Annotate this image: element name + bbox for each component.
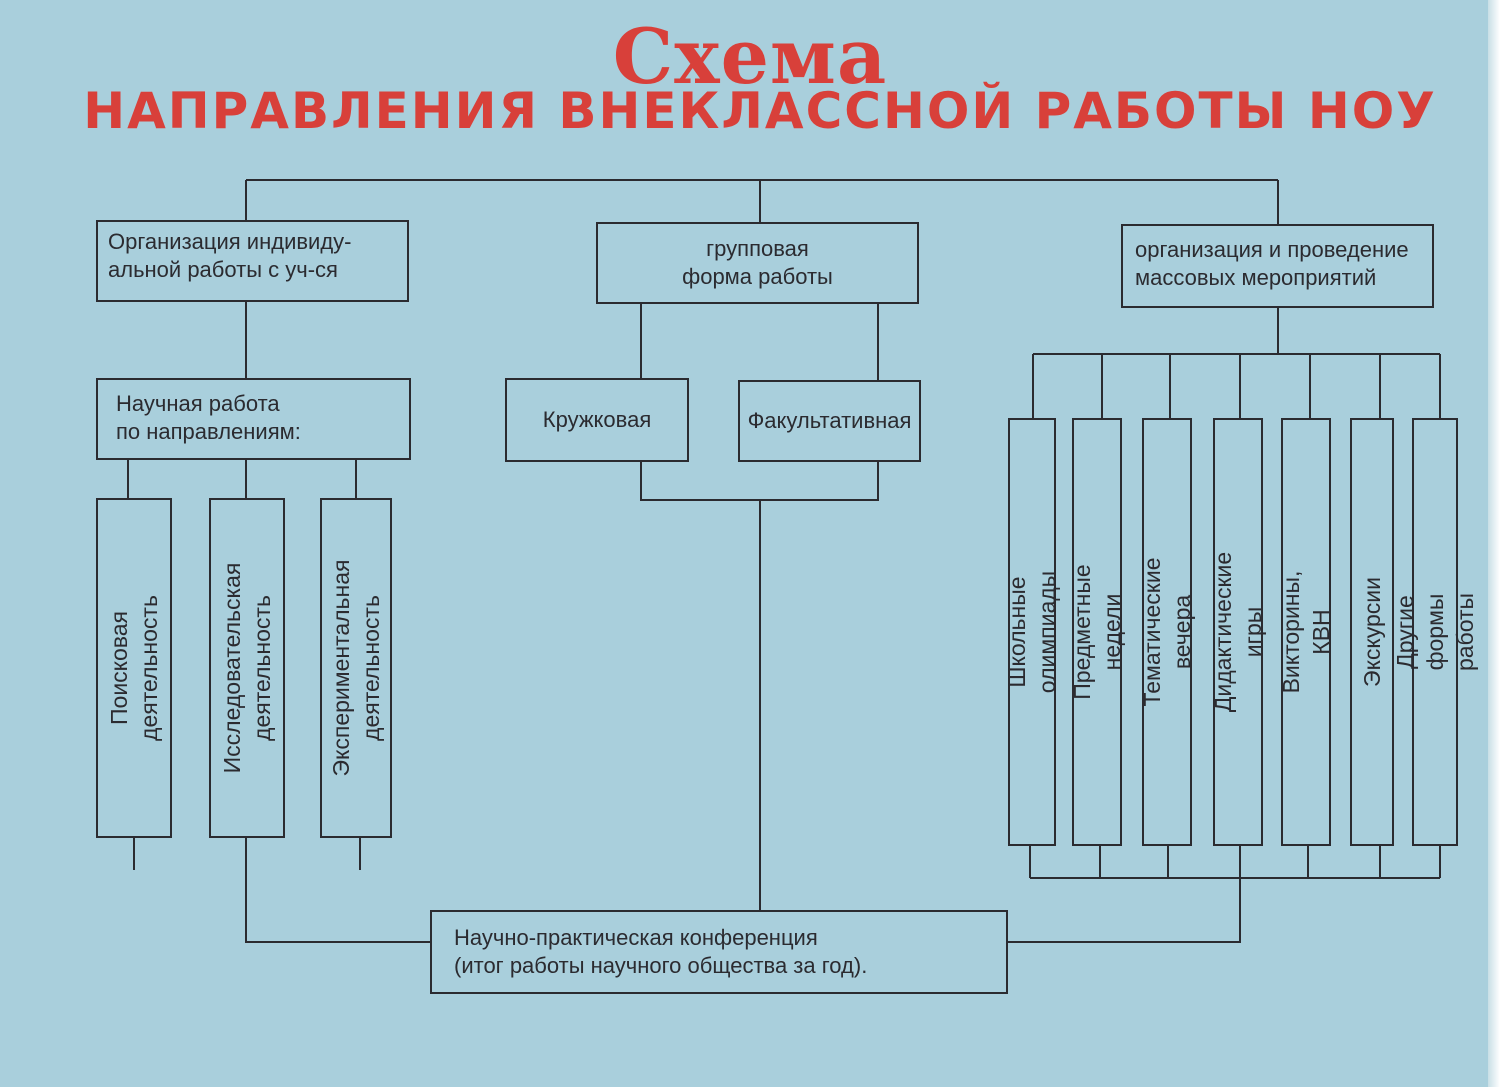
node-thematic-evenings: Тематические вечера <box>1139 418 1195 846</box>
node-didactic-games-label: Дидактические игры <box>1210 551 1266 713</box>
node-olympiads-label: Школьные олимпиады <box>1004 570 1060 694</box>
node-thematic-evenings-label: Тематические вечера <box>1139 557 1195 707</box>
node-research-work: Научная работа по направлениям: <box>96 378 411 460</box>
node-group-work-label: групповая форма работы <box>682 236 833 289</box>
node-subject-weeks-label: Предметные недели <box>1069 564 1125 700</box>
node-search-activity-label: Поисковая деятельность <box>106 595 162 741</box>
connector-events-conference <box>1008 878 1241 943</box>
node-circle: Кружковая <box>505 378 689 462</box>
node-elective: Факультативная <box>738 380 921 462</box>
diagram-title: Схема <box>612 12 888 101</box>
node-other-forms-label: Другие формы работы <box>1392 592 1478 672</box>
node-individual-work: Организация индивиду- альной работы с уч… <box>96 220 409 302</box>
node-mass-events-label: организация и проведение массовых меропр… <box>1135 237 1409 290</box>
node-experimental-activity: Экспериментальная деятельность <box>320 498 392 838</box>
node-search-activity: Поисковая деятельность <box>96 498 172 838</box>
node-individual-work-label: Организация индивиду- альной работы с уч… <box>108 229 352 282</box>
node-subject-weeks: Предметные недели <box>1069 418 1125 846</box>
node-research-work-label: Научная работа по направлениям: <box>116 391 301 444</box>
node-excursions: Экскурсии <box>1350 418 1394 846</box>
node-conference: Научно-практическая конференция (итог ра… <box>430 910 1008 994</box>
diagram-subtitle: НАПРАВЛЕНИЯ ВНЕКЛАССНОЙ РАБОТЫ НОУ <box>83 82 1437 140</box>
node-circle-label: Кружковая <box>542 407 652 432</box>
node-olympiads: Школьные олимпиады <box>1004 418 1060 846</box>
node-quizzes-label: Викторины, КВН <box>1278 570 1334 694</box>
node-excursions-label: Экскурсии <box>1359 577 1385 687</box>
node-investigative-activity: Исследовательская деятельность <box>209 498 285 838</box>
node-didactic-games: Дидактические игры <box>1210 418 1266 846</box>
node-conference-label: Научно-практическая конференция (итог ра… <box>454 925 868 978</box>
connector-investigative-conference <box>245 838 430 943</box>
node-experimental-activity-label: Экспериментальная деятельность <box>328 559 384 777</box>
node-mass-events: организация и проведение массовых меропр… <box>1121 224 1434 308</box>
connector-group-join <box>640 460 879 501</box>
node-group-work: групповая форма работы <box>596 222 919 304</box>
node-other-forms: Другие формы работы <box>1392 418 1478 846</box>
node-investigative-activity-label: Исследовательская деятельность <box>219 562 275 774</box>
node-quizzes: Викторины, КВН <box>1278 418 1334 846</box>
node-elective-label: Факультативная <box>747 408 912 433</box>
